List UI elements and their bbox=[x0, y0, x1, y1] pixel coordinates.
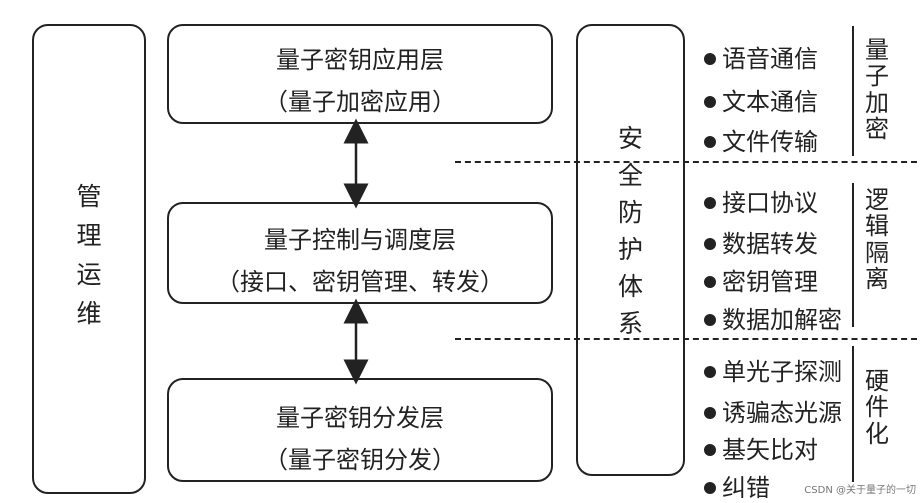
group-bracket bbox=[852, 26, 854, 156]
list-item: 文本通信 bbox=[704, 82, 818, 117]
layer-subtitle: （接口、密钥管理、转发） bbox=[216, 268, 504, 296]
layer-title: 量子密钥应用层 bbox=[276, 46, 444, 74]
security-system-label: 安 全 防 护 体 系 bbox=[617, 124, 643, 338]
category-quantum-encryption: 量 子 加 密 bbox=[865, 36, 889, 144]
bullet-icon bbox=[704, 136, 716, 148]
list-item: 数据加解密 bbox=[704, 300, 842, 335]
layer-title: 量子密钥分发层 bbox=[276, 404, 444, 432]
management-ops-label: 管 理 运 维 bbox=[76, 182, 102, 328]
bullet-icon bbox=[704, 197, 716, 209]
bullet-icon bbox=[704, 444, 716, 456]
bullet-icon bbox=[704, 314, 716, 326]
list-item: 接口协议 bbox=[704, 183, 818, 218]
layer-key-distribution: 量子密钥分发层 （量子密钥分发） bbox=[167, 378, 553, 482]
list-item: 语音通信 bbox=[704, 39, 818, 74]
bullet-icon bbox=[704, 407, 716, 419]
layer-title: 量子控制与调度层 bbox=[264, 226, 456, 254]
management-ops-column: 管 理 运 维 bbox=[32, 24, 146, 494]
list-item: 纠错 bbox=[704, 468, 770, 503]
watermark: CSDN @关于量子的一切 bbox=[804, 485, 916, 496]
category-logical-isolation: 逻 辑 隔 离 bbox=[865, 186, 889, 294]
bullet-icon bbox=[704, 482, 716, 494]
bullet-icon bbox=[704, 96, 716, 108]
group-bracket bbox=[852, 183, 854, 327]
separator-dashed-lower bbox=[455, 338, 917, 340]
layer-application: 量子密钥应用层 （量子加密应用） bbox=[167, 24, 553, 124]
layer-subtitle: （量子加密应用） bbox=[264, 88, 456, 116]
bullet-icon bbox=[704, 53, 716, 65]
group-bracket bbox=[852, 346, 854, 482]
list-item: 文件传输 bbox=[704, 122, 818, 157]
bullet-icon bbox=[704, 366, 716, 378]
layer-subtitle: （量子密钥分发） bbox=[264, 446, 456, 474]
layer-control-scheduling: 量子控制与调度层 （接口、密钥管理、转发） bbox=[167, 202, 553, 304]
bullet-icon bbox=[704, 276, 716, 288]
list-item: 密钥管理 bbox=[704, 262, 818, 297]
list-item: 基矢比对 bbox=[704, 430, 818, 465]
list-item: 诱骗态光源 bbox=[704, 393, 842, 428]
security-system-column: 安 全 防 护 体 系 bbox=[576, 24, 685, 476]
category-hardware: 硬 件 化 bbox=[865, 367, 889, 448]
separator-dashed-upper bbox=[455, 161, 917, 163]
list-item: 单光子探测 bbox=[704, 352, 842, 387]
bullet-icon bbox=[704, 238, 716, 250]
list-item: 数据转发 bbox=[704, 224, 818, 259]
